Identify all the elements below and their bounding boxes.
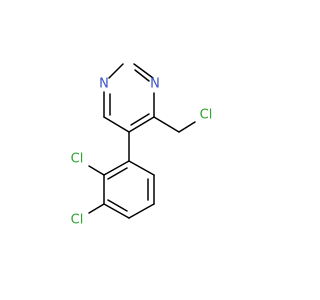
nitrogen-atom-label: N bbox=[150, 77, 160, 92]
bond-c4-ch2 bbox=[153, 116, 180, 133]
nitrogen-atom-label: N bbox=[99, 77, 109, 92]
bond-c6-c5 bbox=[103, 116, 130, 133]
bond-c1-c2 bbox=[103, 160, 130, 176]
bond-c3-c4 bbox=[103, 203, 130, 219]
bond-c4-c5 bbox=[128, 203, 155, 219]
bond-c6-c1 bbox=[128, 160, 155, 176]
chlorine-atom-label: Cl bbox=[200, 108, 213, 123]
bond-c2-n3-double bbox=[134, 69, 150, 82]
bond-c5-c4-double bbox=[130, 113, 150, 126]
bond-c2-cl bbox=[88, 165, 105, 176]
chlorine-atom-label: Cl bbox=[71, 152, 84, 167]
bond-ch2-cl bbox=[178, 121, 196, 133]
bond-c3-c4-double bbox=[107, 199, 128, 212]
bond-c5-c4 bbox=[128, 116, 155, 133]
bond-c1-c2-double bbox=[107, 167, 128, 180]
bond-c2-n3 bbox=[133, 63, 154, 79]
bond-c3-cl bbox=[88, 203, 105, 214]
molecule-structure: N N Cl Cl Cl bbox=[71, 63, 213, 228]
chlorine-atom-label: Cl bbox=[71, 213, 84, 228]
bond-c2-n1 bbox=[108, 63, 124, 79]
